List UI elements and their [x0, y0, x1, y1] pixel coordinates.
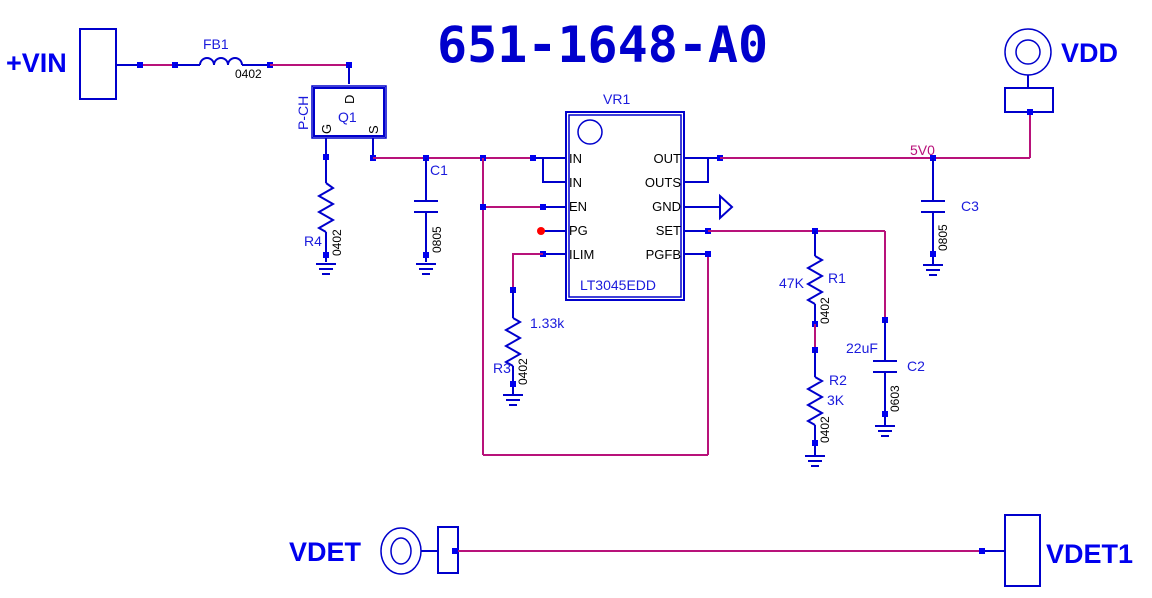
port-vin[interactable]: +VIN — [6, 28, 140, 100]
c2-ref: C2 — [907, 358, 925, 374]
resistor-icon — [805, 376, 825, 426]
ground-icon — [415, 263, 437, 275]
vr1-pin-set: SET — [656, 223, 681, 238]
capacitor-c1[interactable]: C1 0805 — [414, 158, 448, 275]
port-vdd-box — [1004, 87, 1054, 113]
resistor-icon — [805, 255, 825, 305]
vr1-part: LT3045EDD — [580, 277, 656, 293]
q1-pin-d: D — [342, 95, 357, 104]
port-vdet1-label: VDET1 — [1046, 539, 1133, 569]
vr1-pin-pg: PG — [569, 223, 588, 238]
mosfet-q1[interactable]: D G S Q1 P-CH — [295, 85, 387, 139]
vr1-pin-in1: IN — [569, 151, 582, 166]
test-point-icon — [380, 527, 422, 575]
resistor-icon — [503, 317, 523, 367]
vr1-pin-ilim: ILIM — [569, 247, 594, 262]
vr1-pin-out: OUT — [654, 151, 682, 166]
r1-value: 47K — [779, 275, 805, 291]
regulator-vr1[interactable]: VR1 LT3045EDD IN IN EN PG ILIM OUT OUTS … — [565, 91, 685, 301]
r4-package: 0402 — [330, 229, 344, 256]
vr1-pin-in2: IN — [569, 175, 582, 190]
capacitor-c2[interactable]: 22uF C2 0603 — [846, 317, 925, 437]
unconnected-pin-marker — [537, 227, 545, 235]
r2-package: 0402 — [818, 416, 832, 443]
q1-type: P-CH — [295, 96, 311, 130]
q1-pin-s: S — [366, 125, 381, 134]
r1-ref: R1 — [828, 270, 846, 286]
fb1-package: 0402 — [235, 67, 262, 81]
net-label-5v0: 5V0 — [910, 142, 935, 158]
resistor-icon — [316, 182, 336, 233]
ground-arrow-icon — [719, 193, 734, 221]
c1-ref: C1 — [430, 162, 448, 178]
vr1-pin-outs: OUTS — [645, 175, 681, 190]
r2-ref: R2 — [829, 372, 847, 388]
pin1-marker-icon — [577, 119, 603, 145]
c1-package: 0805 — [430, 226, 444, 253]
port-vin-box — [79, 28, 117, 100]
r3-value: 1.33k — [530, 315, 565, 331]
resistor-r3[interactable]: 1.33k R3 0402 — [493, 287, 565, 406]
port-vdet[interactable]: VDET — [289, 526, 459, 575]
r3-ref: R3 — [493, 360, 511, 376]
vr1-pin-pgfb: PGFB — [646, 247, 681, 262]
sheet-title: 651-1648-A0 — [437, 16, 768, 74]
port-vdd-label: VDD — [1061, 38, 1118, 68]
vr1-pin-gnd: GND — [652, 199, 681, 214]
port-vdd[interactable]: VDD — [1004, 28, 1118, 115]
r2-value: 3K — [827, 392, 845, 408]
fb1-ref: FB1 — [203, 36, 229, 52]
c3-package: 0805 — [936, 224, 950, 251]
ground-icon — [315, 263, 337, 275]
resistor-r1[interactable]: 47K R1 0402 — [779, 228, 846, 327]
ground-icon — [922, 264, 944, 276]
port-vdet1-box — [1004, 514, 1041, 587]
port-vdet1[interactable]: VDET1 — [985, 514, 1133, 587]
c2-package: 0603 — [888, 385, 902, 412]
inductor-icon — [199, 57, 243, 66]
vr1-ref: VR1 — [603, 91, 630, 107]
ferrite-bead-fb1[interactable]: FB1 0402 — [175, 36, 270, 81]
r4-ref: R4 — [304, 233, 322, 249]
c3-ref: C3 — [961, 198, 979, 214]
ground-icon — [804, 455, 826, 467]
ground-icon — [874, 425, 896, 437]
ground-icon — [502, 394, 524, 406]
test-point-icon — [1004, 28, 1052, 76]
port-vin-label: +VIN — [6, 48, 67, 78]
r3-package: 0402 — [516, 358, 530, 385]
q1-pin-g: G — [319, 124, 334, 134]
resistor-r4[interactable]: R4 0402 — [304, 182, 344, 275]
vr1-pin-en: EN — [569, 199, 587, 214]
r1-package: 0402 — [818, 297, 832, 324]
q1-ref: Q1 — [338, 109, 357, 125]
capacitor-c3[interactable]: C3 0805 — [921, 155, 979, 276]
c2-value: 22uF — [846, 340, 878, 356]
port-vdet-label: VDET — [289, 537, 362, 567]
resistor-r2[interactable]: R2 3K 0402 — [804, 347, 847, 467]
